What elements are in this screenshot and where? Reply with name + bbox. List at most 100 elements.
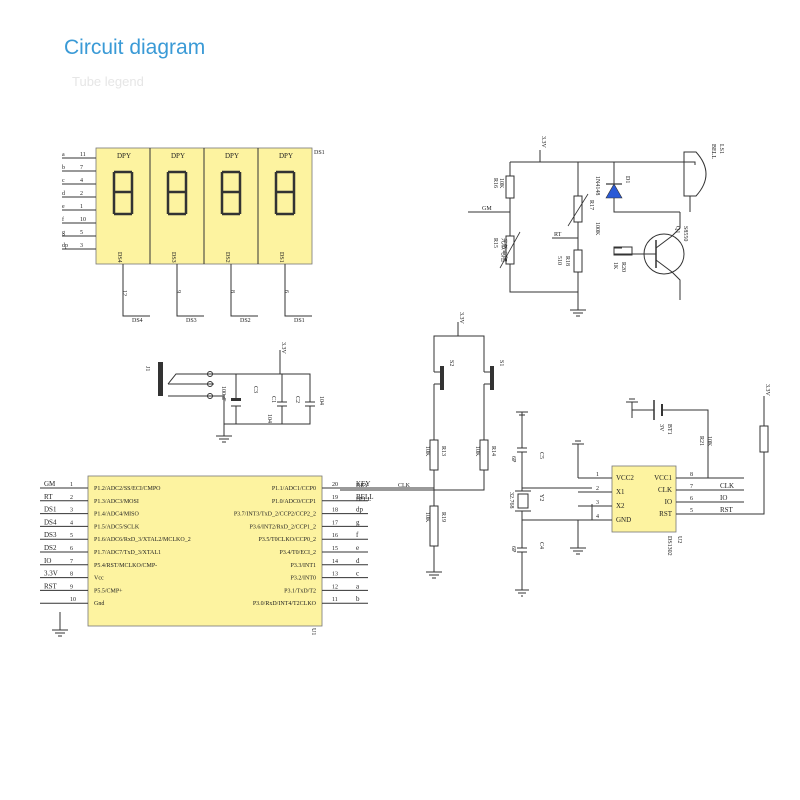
resistor-r16 bbox=[505, 175, 515, 199]
svg-text:3.3V: 3.3V bbox=[764, 384, 770, 397]
svg-text:DS1302: DS1302 bbox=[666, 536, 672, 556]
mcu-pin-function: P1.4/ADC4/MISO bbox=[94, 512, 140, 518]
svg-text:3.3V: 3.3V bbox=[458, 312, 464, 325]
resistor-r18 bbox=[573, 249, 583, 273]
diode-d1 bbox=[605, 183, 623, 199]
mcu-pin-function: P3.3/INT1 bbox=[291, 563, 317, 569]
mcu-pin-net: f bbox=[356, 531, 359, 539]
svg-text:BELL: BELL bbox=[710, 144, 716, 159]
svg-text:C4: C4 bbox=[538, 542, 544, 549]
svg-text:D1: D1 bbox=[624, 176, 630, 183]
segment-pins: a b c d e f g dp 11 7 4 2 1 10 5 3 bbox=[62, 152, 96, 250]
switch-s2 bbox=[440, 366, 444, 390]
mcu-pin-function: P1.3/ADC3/MOSI bbox=[94, 499, 139, 505]
svg-text:12: 12 bbox=[121, 290, 127, 296]
mcu-pin-number: 16 bbox=[332, 533, 338, 539]
mcu-pin-net: c bbox=[356, 570, 359, 578]
mcu-pin-number: 3 bbox=[70, 508, 73, 514]
mcu-pin-number: 5 bbox=[70, 533, 73, 539]
rtc-pin-net: RST bbox=[720, 506, 734, 514]
rtc-pin-number: 5 bbox=[690, 508, 693, 514]
seven-segment-display: DS1 DPY DPY DPY DPY DS4 DS3 DS2 DS1 a bbox=[62, 147, 325, 324]
rtc-pin-number: 1 bbox=[596, 472, 599, 478]
svg-text:3: 3 bbox=[80, 243, 83, 249]
mcu-pin-number: 14 bbox=[332, 559, 338, 565]
svg-text:U2: U2 bbox=[676, 536, 682, 543]
svg-text:c: c bbox=[62, 178, 65, 184]
mcu-pin-net: a bbox=[356, 582, 360, 590]
mcu-pin-net: IO bbox=[44, 557, 51, 565]
resistor-r19 bbox=[429, 505, 439, 547]
mcu-pin-number: 6 bbox=[70, 546, 73, 552]
mcu-pin-net: DS1 bbox=[44, 506, 57, 514]
mcu-pin-net: b bbox=[356, 595, 360, 603]
svg-text:8: 8 bbox=[229, 290, 235, 293]
rtc-pin-function: GND bbox=[616, 516, 631, 524]
svg-text:DS4: DS4 bbox=[132, 318, 143, 324]
mcu-pin-function: P1.7/ADC7/TxD_3/XTAL1 bbox=[94, 550, 161, 556]
cap-c3 bbox=[231, 398, 241, 401]
mcu-pin-number: 12 bbox=[332, 584, 338, 590]
mcu-pin-net: RST bbox=[44, 582, 58, 590]
svg-text:11: 11 bbox=[80, 152, 86, 158]
svg-text:BT1: BT1 bbox=[666, 424, 672, 435]
digit-header: DPY bbox=[279, 152, 293, 160]
svg-text:3V: 3V bbox=[658, 424, 664, 432]
svg-text:510: 510 bbox=[556, 256, 562, 265]
rtc-pin-function: VCC1 bbox=[654, 474, 672, 482]
svg-text:6P: 6P bbox=[510, 546, 516, 553]
svg-text:10K: 10K bbox=[424, 446, 430, 457]
mcu-pin-function: P3.5/T0CLKO/CCP0_2 bbox=[258, 537, 316, 543]
mcu-pin-number: 2 bbox=[70, 495, 73, 501]
svg-text:9: 9 bbox=[175, 290, 181, 293]
svg-text:GM: GM bbox=[482, 206, 492, 212]
svg-text:R20: R20 bbox=[620, 262, 626, 272]
rtc-pin-number: 6 bbox=[690, 496, 693, 502]
svg-text:5: 5 bbox=[80, 230, 83, 236]
page-subtitle: Tube legend bbox=[72, 74, 144, 89]
resistor-r14 bbox=[479, 439, 489, 471]
resistor-r21 bbox=[759, 425, 769, 453]
svg-text:R21: R21 bbox=[698, 436, 704, 446]
mcu-pin-function: P1.1/ADC1/CCP0 bbox=[272, 486, 316, 492]
svg-text:a: a bbox=[62, 152, 65, 158]
svg-text:Q1: Q1 bbox=[674, 226, 680, 233]
mcu-pin-net: DS2 bbox=[44, 544, 57, 552]
svg-text:10: 10 bbox=[80, 217, 86, 223]
resistor-r20 bbox=[613, 246, 633, 256]
mcu-pin-net: RT bbox=[44, 493, 53, 501]
digit-glyph bbox=[112, 170, 296, 216]
sensor-buzzer-circuit: 3.3V GM R16 10K R15 光敏电阻 RT R17 100K R18… bbox=[468, 136, 724, 317]
svg-text:g: g bbox=[62, 230, 65, 236]
digit-ref: DS4 bbox=[116, 252, 122, 263]
power-input-circuit: J1 3.3V C3 100uF C1 C2 104 104 bbox=[144, 342, 324, 443]
digit-ref: DS1 bbox=[278, 252, 284, 263]
mcu-pin-function: P5.5/CMP+ bbox=[94, 588, 123, 594]
resistor-r13 bbox=[429, 439, 439, 471]
rtc-pin-function: IO bbox=[665, 498, 672, 506]
mcu-pin-number: 1 bbox=[70, 482, 73, 488]
svg-text:1: 1 bbox=[80, 204, 83, 210]
mcu-pin-net: DS4 bbox=[44, 518, 57, 526]
svg-text:10K: 10K bbox=[474, 446, 480, 457]
mcu-pin-net: DS3 bbox=[44, 531, 57, 539]
svg-text:10K: 10K bbox=[498, 178, 504, 189]
pot-r17 bbox=[573, 195, 583, 223]
svg-text:LS1: LS1 bbox=[718, 144, 724, 154]
svg-text:Y2: Y2 bbox=[538, 494, 544, 501]
mcu-pin-function: P3.2/INT0 bbox=[291, 576, 317, 582]
svg-text:b: b bbox=[62, 165, 65, 171]
svg-text:10K: 10K bbox=[424, 512, 430, 523]
rtc-body bbox=[611, 465, 677, 533]
rtc-pin-number: 2 bbox=[596, 486, 599, 492]
mcu-pin-function: P1.0/ADC0/CCP1 bbox=[272, 499, 316, 505]
mcu-pin-net: e bbox=[356, 544, 359, 552]
svg-text:R17: R17 bbox=[588, 200, 594, 210]
svg-text:2: 2 bbox=[80, 191, 83, 197]
svg-text:光敏电阻: 光敏电阻 bbox=[500, 238, 508, 262]
mcu-pin-net: dp bbox=[356, 506, 364, 514]
svg-text:3.3V: 3.3V bbox=[280, 342, 286, 355]
